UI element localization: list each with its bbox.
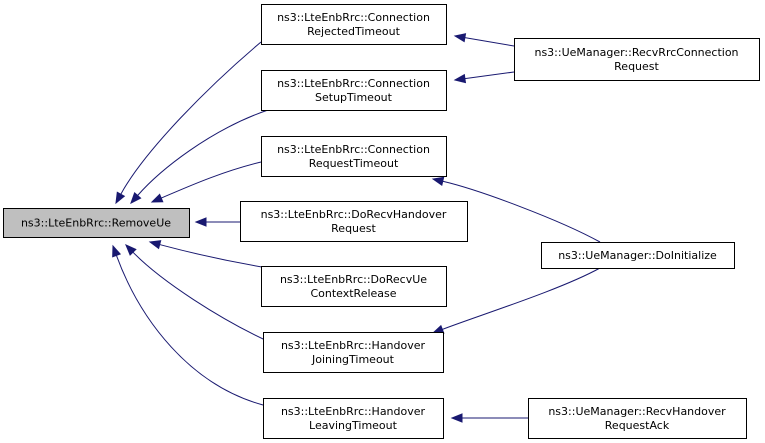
edge-line xyxy=(442,180,601,243)
edge-recv_rrc_connection_request-to-conn_rejected_timeout xyxy=(453,33,515,47)
node-box xyxy=(261,70,447,111)
edge-line xyxy=(161,161,262,199)
node-box xyxy=(263,332,444,373)
edge-line xyxy=(464,71,515,80)
node-remove-ue[interactable]: ns3::LteEnbRrc::RemoveUe xyxy=(3,208,190,238)
node-do-initialize[interactable]: ns3::UeManager::DoInitialize xyxy=(541,242,735,269)
arrowhead-icon xyxy=(450,413,463,423)
arrowhead-icon xyxy=(150,193,164,203)
node-label: Request xyxy=(331,222,376,235)
arrowhead-icon xyxy=(148,240,162,250)
node-box xyxy=(261,266,447,307)
node-label: RequestAck xyxy=(605,419,670,432)
node-box xyxy=(263,398,444,439)
arrowhead-icon xyxy=(431,176,445,187)
node-label: RequestTimeout xyxy=(309,157,399,170)
arrowhead-icon xyxy=(453,73,467,84)
node-label: SetupTimeout xyxy=(315,91,393,104)
edge-do_initialize-to-handover_joining_timeout xyxy=(431,267,601,334)
node-label: ns3::LteEnbRrc::RemoveUe xyxy=(21,217,171,230)
node-box xyxy=(261,136,447,177)
node-label: ns3::LteEnbRrc::Connection xyxy=(277,77,430,90)
arrowhead-icon xyxy=(125,244,137,256)
edge-line xyxy=(120,41,262,195)
edge-do_recv_handover_request-to-remove_ue xyxy=(194,217,240,227)
edge-line xyxy=(464,37,515,47)
node-label: ns3::LteEnbRrc::DoRecvHandover xyxy=(261,208,447,221)
edge-recv_rrc_connection_request-to-conn_setup_timeout xyxy=(453,71,515,84)
edge-conn_request_timeout-to-remove_ue xyxy=(150,161,262,203)
edge-line xyxy=(132,251,277,346)
edge-line xyxy=(442,267,601,330)
arrowhead-icon xyxy=(453,33,467,43)
node-box xyxy=(528,398,747,439)
node-box xyxy=(541,242,735,269)
node-label: RejectedTimeout xyxy=(307,25,400,38)
arrowhead-icon xyxy=(112,244,122,258)
node-conn-rejected-timeout[interactable]: ns3::LteEnbRrc::ConnectionRejectedTimeou… xyxy=(261,4,447,45)
edge-line xyxy=(115,255,264,406)
node-label: ContextRelease xyxy=(310,287,396,300)
node-label: ns3::LteEnbRrc::Handover xyxy=(281,339,426,352)
edge-line xyxy=(159,244,269,269)
arrowhead-icon xyxy=(115,191,126,205)
edge-handover_joining_timeout-to-remove_ue xyxy=(125,244,277,346)
arrowhead-icon xyxy=(130,191,142,205)
edge-handover_leaving_timeout-to-remove_ue xyxy=(112,244,264,406)
edges xyxy=(112,33,601,423)
edge-conn_rejected_timeout-to-remove_ue xyxy=(115,41,262,205)
node-box xyxy=(514,38,760,81)
node-label: ns3::UeManager::RecvRrcConnection xyxy=(534,46,738,59)
node-label: JoiningTimeout xyxy=(311,353,395,366)
node-label: ns3::LteEnbRrc::DoRecvUe xyxy=(280,273,427,286)
node-box xyxy=(261,4,447,45)
edge-line xyxy=(137,109,269,196)
node-label: ns3::UeManager::RecvHandover xyxy=(548,405,726,418)
edge-recv_handover_request_ack-to-handover_leaving_timeout xyxy=(450,413,528,423)
arrowhead-icon xyxy=(194,217,207,227)
nodes: ns3::LteEnbRrc::RemoveUens3::LteEnbRrc::… xyxy=(3,4,760,439)
edge-do_initialize-to-conn_request_timeout xyxy=(431,176,601,243)
node-label: ns3::LteEnbRrc::Handover xyxy=(281,405,426,418)
node-label: ns3::UeManager::DoInitialize xyxy=(558,249,717,262)
edge-do_recv_ue_context_release-to-remove_ue xyxy=(148,240,269,269)
node-box xyxy=(240,201,468,242)
node-label: Request xyxy=(614,60,659,73)
node-label: ns3::LteEnbRrc::Connection xyxy=(277,11,430,24)
node-label: ns3::LteEnbRrc::Connection xyxy=(277,143,430,156)
node-label: LeavingTimeout xyxy=(309,419,398,432)
edge-conn_setup_timeout-to-remove_ue xyxy=(130,109,269,205)
node-box xyxy=(3,208,190,238)
